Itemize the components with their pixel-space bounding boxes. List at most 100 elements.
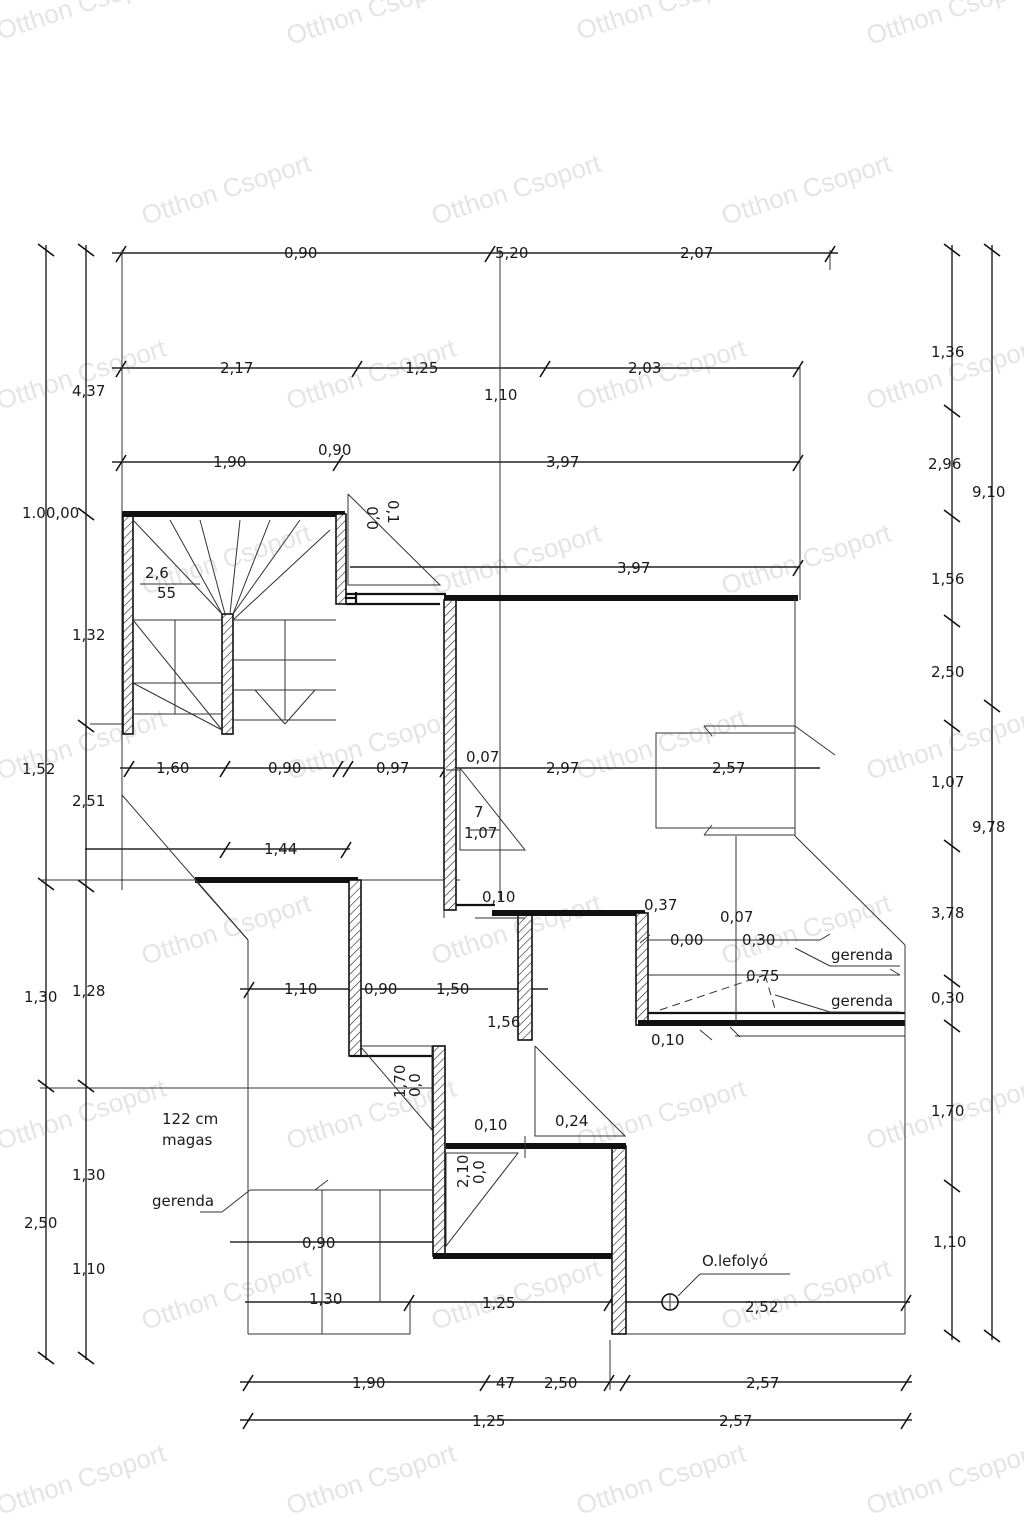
watermark: Otthon Csoport — [863, 0, 1024, 51]
dim-label: 0,90 — [268, 759, 301, 777]
dim-label: 5,20 — [495, 244, 528, 262]
dim-label: 1,10 — [484, 386, 517, 404]
dim-label: 3,97 — [617, 559, 650, 577]
dim-label: 2,50 — [931, 663, 964, 681]
dim-label: 47 — [496, 1374, 515, 1392]
dim-label: 9,78 — [972, 818, 1005, 836]
dim-label: 2,50 — [544, 1374, 577, 1392]
dimension-lines — [37, 243, 1001, 1430]
dim-label: 1,32 — [72, 626, 105, 644]
dim-label: 2,57 — [719, 1412, 752, 1430]
room-details — [443, 725, 905, 1158]
dim-label: 1,56 — [931, 570, 964, 588]
dim-label: 2,52 — [745, 1298, 778, 1316]
dim-label: 0,75 — [746, 967, 779, 985]
annotations: 122 cm magas gerenda gerenda gerenda O.l… — [152, 946, 893, 1270]
beam-label: gerenda — [831, 946, 893, 964]
dim-label: 1,07 — [464, 824, 497, 842]
dim-label: 55 — [157, 584, 176, 602]
dim-label: 2,6 — [145, 564, 169, 582]
dim-label: 2,97 — [546, 759, 579, 777]
dim-label: 1,10 — [284, 980, 317, 998]
dim-label: 0,37 — [644, 896, 677, 914]
stairs — [132, 519, 336, 731]
drain-label: O.lefolyó — [702, 1252, 768, 1270]
dim-label: 7 — [474, 803, 484, 821]
dim-label: 0,90 — [364, 980, 397, 998]
dim-label: 2,96 — [928, 455, 961, 473]
dim-label: 9,10 — [972, 483, 1005, 501]
dim-label: 0,10 — [651, 1031, 684, 1049]
wall-segment — [443, 599, 457, 911]
watermark: Otthon Csoport — [428, 1252, 606, 1335]
dim-label: 0,24 — [555, 1112, 588, 1130]
wall-segment — [335, 513, 347, 605]
dim-label: 1,70 — [391, 1065, 409, 1098]
dim-label: 1,25 — [482, 1294, 515, 1312]
dim-label: 3,97 — [546, 453, 579, 471]
dim-label: 2,07 — [680, 244, 713, 262]
dim-label: 2,17 — [220, 359, 253, 377]
dim-label: 0,97 — [376, 759, 409, 777]
dim-label: 0,00 — [670, 931, 703, 949]
dim-label: 1,30 — [309, 1290, 342, 1308]
watermark: Otthon Csoport — [138, 887, 316, 970]
dim-label: 2,50 — [24, 1214, 57, 1232]
dim-label: 1,70 — [931, 1102, 964, 1120]
wall-segment — [432, 1045, 446, 1257]
watermark: Otthon Csoport — [283, 1437, 461, 1520]
height-note: magas — [162, 1131, 213, 1149]
dim-label: 0,10 — [474, 1116, 507, 1134]
wall-segment — [635, 912, 649, 1026]
watermark: Otthon Csoport — [718, 517, 896, 600]
drain-icon — [661, 1293, 679, 1311]
dim-label: 1,30 — [24, 988, 57, 1006]
watermark: Otthon Csoport — [428, 517, 606, 600]
dim-label: 1,36 — [931, 343, 964, 361]
watermark: Otthon Csoport — [573, 0, 751, 46]
dim-label: 1,25 — [472, 1412, 505, 1430]
watermark: Otthon Csoport — [283, 0, 461, 51]
watermark: Otthon Csoport — [718, 147, 896, 230]
watermark: Otthon Csoport — [573, 332, 751, 415]
beam-label: gerenda — [831, 992, 893, 1010]
dim-label: 1,30 — [72, 1166, 105, 1184]
dim-label: 0,07 — [466, 748, 499, 766]
dim-label: 0,90 — [318, 441, 351, 459]
dim-label: 1,28 — [72, 982, 105, 1000]
beam-details — [200, 947, 900, 1334]
dim-label: 0,30 — [742, 931, 775, 949]
dim-label: 2,03 — [628, 359, 661, 377]
watermark: Otthon Csoport — [283, 702, 461, 785]
watermark: Otthon Csoport — [0, 0, 170, 46]
dim-label: 0,07 — [720, 908, 753, 926]
height-note: 122 cm — [162, 1110, 218, 1128]
dim-label: 1,10 — [933, 1233, 966, 1251]
dim-label: 0,0 — [364, 506, 382, 530]
wall-segment — [611, 1145, 627, 1335]
dim-label: 0,0 — [470, 1160, 488, 1184]
slope-markers — [121, 493, 627, 1248]
dim-label: 1,07 — [931, 773, 964, 791]
wall-segment — [348, 879, 362, 1057]
dim-label: 0,90 — [284, 244, 317, 262]
watermark: Otthon Csoport — [0, 332, 170, 415]
dim-label: 1,56 — [487, 1013, 520, 1031]
watermark: Otthon Csoport — [863, 1437, 1024, 1520]
dim-label: 2,57 — [712, 759, 745, 777]
dim-label: 1,52 — [22, 760, 55, 778]
wall-segment — [122, 511, 134, 735]
dim-label: 2,10 — [454, 1155, 472, 1188]
stair-core-wall — [221, 613, 234, 735]
watermark: Otthon Csoport — [573, 1437, 751, 1520]
watermark: Otthon Csoport — [428, 147, 606, 230]
beam-label: gerenda — [152, 1192, 214, 1210]
dim-label: 3,78 — [931, 904, 964, 922]
dim-label: 0,90 — [302, 1234, 335, 1252]
dim-label: 1,90 — [213, 453, 246, 471]
walls — [122, 511, 906, 1335]
level-mark: 1.00,00 — [22, 504, 79, 522]
dim-label: 0,0 — [406, 1073, 424, 1097]
